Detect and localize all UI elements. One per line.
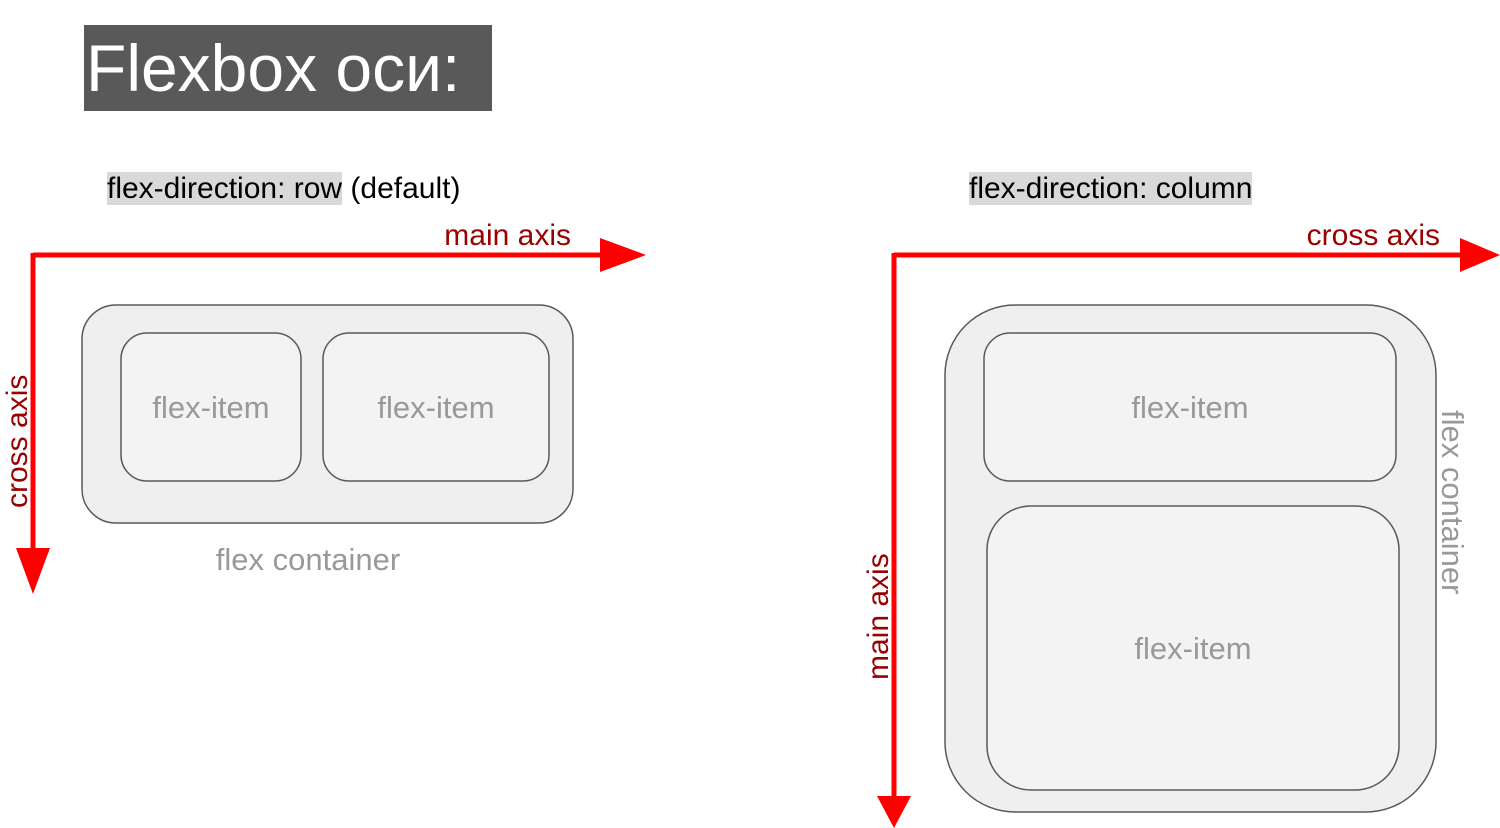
column-direction-code: flex-direction: column (969, 172, 1253, 205)
row-direction-label: flex-direction: row (default) (107, 170, 460, 208)
column-flex-item-1-label: flex-item (1131, 390, 1248, 425)
column-flex-item-2 (986, 505, 1400, 791)
column-flex-item-2-label: flex-item (1134, 631, 1251, 666)
row-cross-axis-label: cross axis (1, 375, 34, 508)
row-cross-axis-arrow (16, 253, 50, 594)
row-flex-item-2 (322, 332, 550, 482)
column-direction-label: flex-direction: column (969, 170, 1253, 208)
column-main-axis-label: main axis (862, 553, 895, 680)
column-panel: cross axis main axis flex-item flex-item… (862, 219, 1500, 828)
column-main-axis-arrow (877, 253, 911, 828)
row-panel: main axis cross axis flex-item flex-item… (1, 219, 646, 594)
row-flex-item-1-label: flex-item (152, 390, 269, 425)
column-cross-axis-label: cross axis (1307, 219, 1440, 252)
column-flex-container-label: flex container (1435, 410, 1470, 594)
column-flex-item-1 (983, 332, 1397, 482)
row-flex-item-1 (120, 332, 302, 482)
column-cross-axis-arrow (894, 238, 1500, 272)
row-main-axis-label: main axis (444, 219, 571, 252)
row-flex-item-2-label: flex-item (377, 390, 494, 425)
page-title: Flexbox оси: (84, 25, 492, 111)
row-flex-container-label: flex container (216, 542, 400, 577)
row-direction-code: flex-direction: row (107, 172, 343, 205)
row-main-axis-arrow (33, 238, 646, 272)
row-direction-suffix: (default) (342, 172, 461, 205)
